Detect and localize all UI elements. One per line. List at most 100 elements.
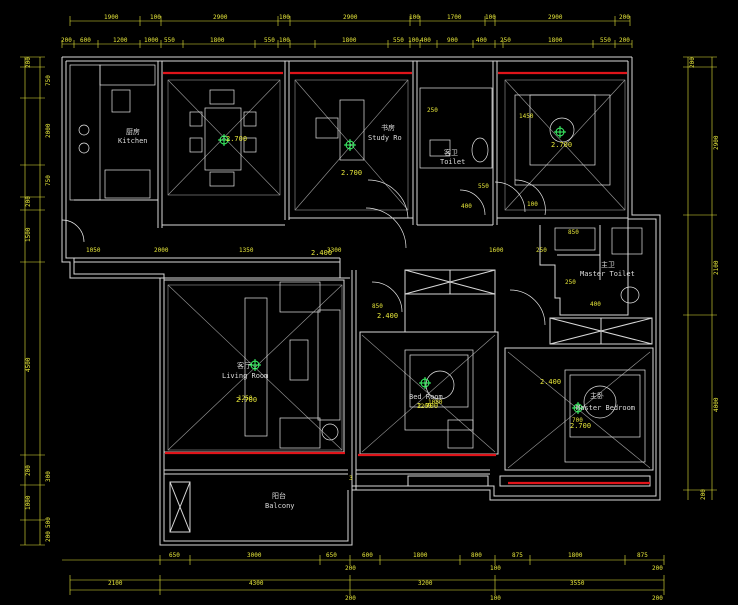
dim-int-12: 1250 xyxy=(238,395,253,402)
elev-dining: 2.700 xyxy=(226,135,247,143)
dim-top-inner-13: 900 xyxy=(447,37,458,44)
dim-top-outer-4: 100 xyxy=(279,14,290,21)
dim-left-7: 4500 xyxy=(25,357,32,372)
label-balcony-cn: 阳台 xyxy=(272,491,286,500)
room-labels: 厨房 Kitchen 书房 Study Ro 客卫 Toilet 主卫 Mast… xyxy=(118,123,635,510)
dim-int-13: 1200 xyxy=(417,403,432,410)
dim-top-outer-7: 1700 xyxy=(447,14,462,21)
dim-int-6: 850 xyxy=(568,229,579,236)
dim-bottom-outer-1: 2100 xyxy=(108,580,123,587)
dim-bottom-inner-2: 3000 xyxy=(247,552,262,559)
dim-int-16: 550 xyxy=(478,183,489,190)
dim-int-19: 1080 xyxy=(428,399,443,406)
dim-bottom-small-1: 200 xyxy=(345,565,356,572)
dim-int-4: 3300 xyxy=(327,247,342,254)
dim-top-outer-8: 100 xyxy=(485,14,496,21)
dim-top-inner-3: 1200 xyxy=(113,37,128,44)
dim-bottom-inner-9: 875 xyxy=(637,552,648,559)
dim-bottom-inner-8: 1800 xyxy=(568,552,583,559)
dim-top-outer-6: 100 xyxy=(409,14,420,21)
label-toilet-cn: 客卫 xyxy=(444,148,458,157)
label-living-en: Living Room xyxy=(222,372,268,380)
dim-top-inner-8: 100 xyxy=(279,37,290,44)
dim-right-2: 2900 xyxy=(713,135,720,150)
elev-master: 2.700 xyxy=(570,422,591,430)
dim-bottom-small-4: 100 xyxy=(490,595,501,601)
right-dimension-labels: 200 2900 2100 4000 200 xyxy=(689,57,720,500)
dim-top-outer-1: 1900 xyxy=(104,14,119,21)
dim-left-12: 200 xyxy=(45,531,52,542)
label-living-cn: 客厅 xyxy=(237,361,251,370)
dim-top-outer-9: 2900 xyxy=(548,14,563,21)
dim-right-3: 2100 xyxy=(713,260,720,275)
dim-int-10: 100 xyxy=(527,201,538,208)
dim-top-inner-7: 550 xyxy=(264,37,275,44)
label-study-en: Study Ro xyxy=(368,134,402,142)
dim-int-7: 250 xyxy=(536,247,547,254)
dim-left-4: 750 xyxy=(45,175,52,186)
dim-right-5: 200 xyxy=(700,489,707,500)
dim-bottom-small-6: 200 xyxy=(652,595,663,601)
label-toilet-en: Toilet xyxy=(440,158,465,166)
dim-top-outer-10: 200 xyxy=(619,14,630,21)
elev-bedroom: 2.700 xyxy=(417,402,438,410)
dim-bottom-small-5: 200 xyxy=(652,565,663,572)
label-master-bedroom-cn: 主卧 xyxy=(590,391,604,400)
dim-top-outer-5: 2900 xyxy=(343,14,358,21)
label-master-bedroom-en: Master Bedroom xyxy=(576,404,635,412)
dim-top-inner-2: 600 xyxy=(80,37,91,44)
dim-int-8: 250 xyxy=(565,279,576,286)
dim-int-1: 1050 xyxy=(86,247,101,254)
interior-dimension-labels: 1050 2000 1350 3300 1600 850 250 250 400… xyxy=(86,107,601,482)
dim-left-6: 1500 xyxy=(25,227,32,242)
label-bedroom-en: Bed Room xyxy=(409,393,443,401)
dim-left-8: 200 xyxy=(25,465,32,476)
dim-bottom-outer-4: 3550 xyxy=(570,580,585,587)
dim-int-5: 1600 xyxy=(489,247,504,254)
left-dimension-labels: 200 750 2000 750 200 1500 4500 200 300 1… xyxy=(25,57,52,542)
dim-bottom-inner-7: 875 xyxy=(512,552,523,559)
dim-top-inner-1: 200 xyxy=(61,37,72,44)
dim-int-15: 250 xyxy=(427,107,438,114)
label-study-cn: 书房 xyxy=(381,123,395,132)
elev-corridor: 2.400 xyxy=(311,249,332,257)
dim-int-14: 700 xyxy=(572,417,583,424)
dim-bottom-small-2: 200 xyxy=(345,595,356,601)
dimension-lines xyxy=(20,16,717,595)
dim-int-17: 400 xyxy=(461,203,472,210)
dim-bottom-small-3: 100 xyxy=(490,565,501,572)
dim-bottom-inner-4: 600 xyxy=(362,552,373,559)
ceiling-lights xyxy=(218,126,584,414)
dim-int-11: 1450 xyxy=(519,113,534,120)
dim-bottom-outer-3: 3200 xyxy=(418,580,433,587)
dim-left-2: 750 xyxy=(45,75,52,86)
label-balcony-en: Balcony xyxy=(265,502,295,510)
dim-right-1: 200 xyxy=(689,57,696,68)
elevation-labels: 2.700 2.700 2.700 2.400 2.400 2.700 2.70… xyxy=(226,135,591,430)
dim-left-5: 200 xyxy=(25,196,32,207)
fixtures xyxy=(61,64,646,463)
top-dimension-labels: 1900 100 2900 100 2900 100 1700 100 2900… xyxy=(61,14,630,44)
dim-int-18: 850 xyxy=(372,303,383,310)
dim-top-inner-16: 1800 xyxy=(548,37,563,44)
dim-left-9: 300 xyxy=(45,471,52,482)
dim-top-inner-5: 550 xyxy=(164,37,175,44)
label-master-toilet-en: Master Toilet xyxy=(580,270,635,278)
bottom-dimension-labels: 650 3000 650 600 1800 800 875 1800 875 2… xyxy=(108,552,663,602)
dim-top-inner-15: 250 xyxy=(500,37,511,44)
elev-living: 2.700 xyxy=(236,396,257,404)
dim-left-10: 1000 xyxy=(25,495,32,510)
dim-int-3: 1350 xyxy=(239,247,254,254)
dim-top-inner-14: 400 xyxy=(476,37,487,44)
label-kitchen-en: Kitchen xyxy=(118,137,148,145)
dim-bottom-inner-5: 1800 xyxy=(413,552,428,559)
dim-top-inner-11: 100 xyxy=(408,37,419,44)
dim-left-11: 500 xyxy=(45,517,52,528)
dim-int-9: 400 xyxy=(590,301,601,308)
dim-bottom-inner-6: 800 xyxy=(471,552,482,559)
elev-bedroom-top: 2.700 xyxy=(551,141,572,149)
dim-top-outer-2: 100 xyxy=(150,14,161,21)
dim-top-outer-3: 2900 xyxy=(213,14,228,21)
label-master-toilet-cn: 主卫 xyxy=(601,260,615,269)
dim-top-inner-18: 200 xyxy=(619,37,630,44)
